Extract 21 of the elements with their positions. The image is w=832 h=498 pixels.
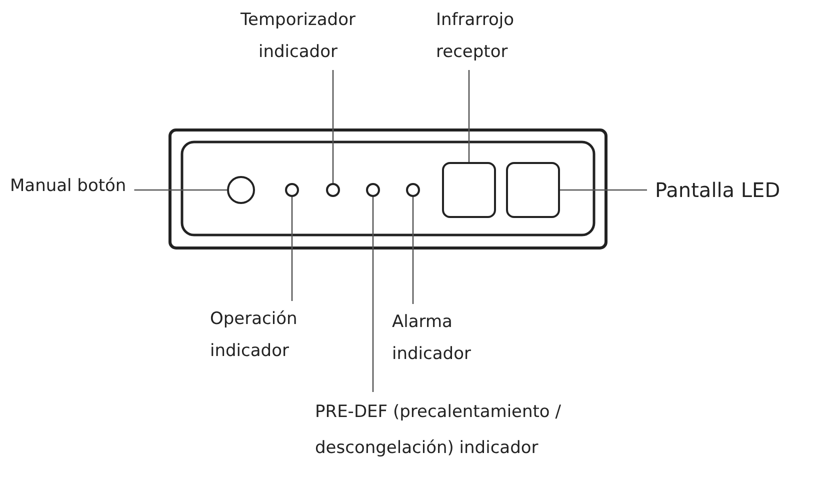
leader-line [291, 197, 293, 301]
callout-label: Manual botón [10, 170, 126, 202]
callout-label: Operación indicador [210, 303, 350, 367]
indicator-light [285, 183, 299, 197]
leader-line [560, 189, 647, 191]
indicator-light [406, 183, 420, 197]
led-display-window [506, 162, 560, 218]
manual-button [227, 176, 255, 204]
infrared-receiver-window [442, 162, 496, 218]
leader-line [372, 197, 374, 392]
callout-label: Alarma indicador [392, 306, 532, 370]
callout-label: Infrarrojo receptor [436, 4, 576, 68]
indicator-light [366, 183, 380, 197]
leader-line [468, 70, 470, 162]
callout-label: Pantalla LED [655, 174, 780, 206]
leader-line [332, 70, 334, 183]
callout-label: Temporizador indicador [228, 4, 368, 68]
leader-line [134, 189, 227, 191]
callout-label: PRE-DEF (precalentamiento / descongelación) indicador [315, 394, 615, 466]
indicator-light [326, 183, 340, 197]
leader-line [412, 197, 414, 304]
